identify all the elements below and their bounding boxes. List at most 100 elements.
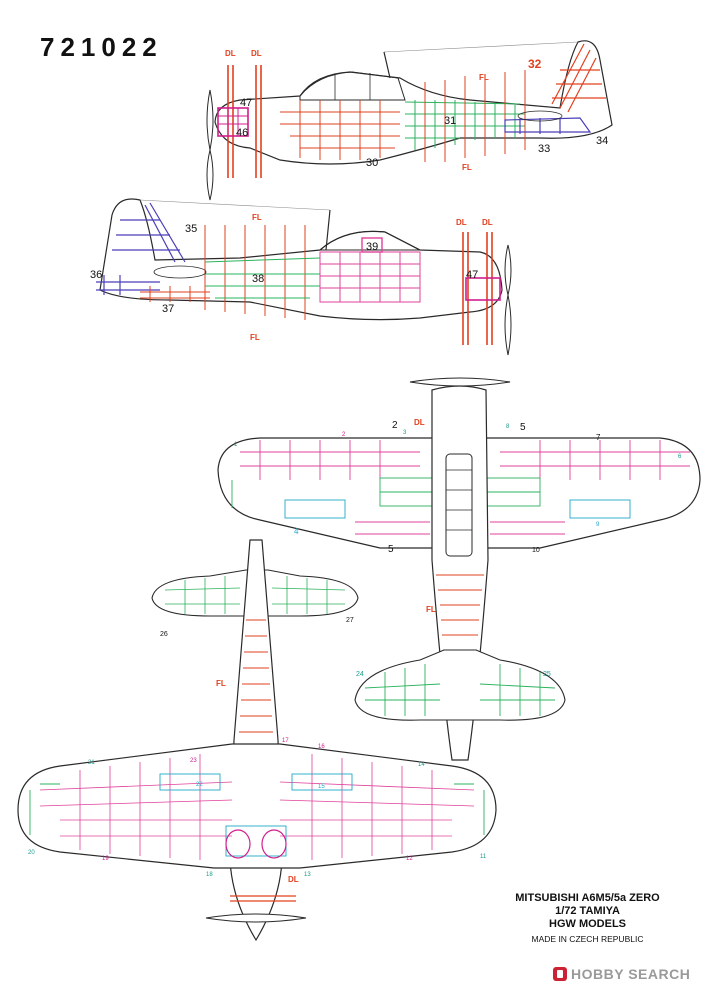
mark-dl-top: DL <box>414 418 425 427</box>
label-36: 36 <box>90 269 102 281</box>
label-38: 38 <box>252 273 264 285</box>
mark-fl-4: FL <box>250 333 260 342</box>
mark-dl-4: DL <box>482 218 493 227</box>
label-18: 18 <box>206 872 213 878</box>
title-model: MITSUBISHI A6M5/5a ZERO <box>515 892 660 904</box>
label-30: 30 <box>366 157 378 169</box>
lower-red-grid <box>140 286 210 302</box>
label-20: 20 <box>28 850 35 856</box>
fuselage-outline-2 <box>99 198 503 321</box>
label-5b: 5 <box>388 544 394 555</box>
mark-fl-top: FL <box>426 605 436 614</box>
upper-tailplane-green-grid <box>364 664 556 716</box>
label-9: 9 <box>596 522 600 528</box>
engine-cowl-left <box>225 829 251 859</box>
propeller-blade <box>206 89 214 151</box>
plan-view-upper: DL FL 2 3 5 8 1 2 7 6 4 5 10 9 24 25 <box>217 377 701 761</box>
prop-horizontal <box>409 377 511 387</box>
label-8: 8 <box>506 424 510 430</box>
lower-wing-green-edges <box>29 783 485 835</box>
fuselage-green-grid-2 <box>204 257 321 299</box>
sheet-title-block: MITSUBISHI A6M5/5a ZERO 1/72 TAMIYA HGW … <box>480 892 695 945</box>
canopy-pink-box <box>361 237 383 253</box>
title-origin: MADE IN CZECH REPUBLIC <box>531 934 644 944</box>
watermark-text: HOBBY SEARCH <box>571 966 691 982</box>
propeller-blade-lower-2 <box>504 294 512 356</box>
propeller-blade-upper <box>504 244 512 296</box>
nose-pink-panel <box>217 107 249 137</box>
upper-wing-cyan-grid <box>284 499 631 519</box>
label-22: 22 <box>196 782 203 788</box>
antenna-mast <box>383 51 391 79</box>
mark-dl-1: DL <box>225 49 236 58</box>
label-16: 16 <box>318 744 325 750</box>
label-33: 33 <box>538 143 550 155</box>
nose-pink-grid <box>218 108 248 136</box>
mark-dl-2: DL <box>251 49 262 58</box>
roundel-outline <box>517 110 563 122</box>
mark-fl-3: FL <box>252 213 262 222</box>
label-46: 46 <box>236 127 248 139</box>
label-47: 47 <box>240 97 252 109</box>
label-26: 26 <box>160 631 168 638</box>
label-13: 13 <box>304 872 311 878</box>
lower-fuselage-red-stations <box>239 619 273 733</box>
watermark-logo-icon <box>553 967 567 981</box>
label-5a: 5 <box>520 422 526 433</box>
label-3: 3 <box>403 430 407 436</box>
canopy-frame <box>299 71 406 101</box>
antenna-wire <box>383 41 579 53</box>
plan-view-lower: FL DL 26 27 21 17 16 23 22 15 14 20 19 1… <box>17 539 497 942</box>
mark-fl-1: FL <box>479 73 489 82</box>
antenna-wire-2 <box>139 199 331 211</box>
label-7: 7 <box>596 433 601 442</box>
title-scale: 1/72 TAMIYA <box>555 905 620 917</box>
engine-cowl-right <box>261 829 287 859</box>
mark-fl-2: FL <box>462 163 472 172</box>
fuselage-red-verticals <box>424 70 526 162</box>
mark-dl-3: DL <box>456 218 467 227</box>
label-12: 12 <box>406 856 413 862</box>
title-maker: HGW MODELS <box>549 918 626 930</box>
label-2a: 2 <box>392 420 398 431</box>
nose-red-lines-2 <box>462 232 493 345</box>
upper-cockpit <box>445 453 473 557</box>
antenna-mast-2 <box>325 209 331 251</box>
lower-nose-red-lines <box>230 895 296 902</box>
label-15: 15 <box>318 784 325 790</box>
label-11: 11 <box>480 854 487 860</box>
mark-dl-bottom: DL <box>288 875 299 884</box>
roundel-outline-2 <box>153 265 207 279</box>
label-34: 34 <box>596 135 608 147</box>
lower-wing-outline <box>17 743 497 869</box>
label-37: 37 <box>162 303 174 315</box>
label-10: 10 <box>532 547 540 554</box>
label-17: 17 <box>282 738 289 744</box>
label-23: 23 <box>190 758 197 764</box>
label-6: 6 <box>678 454 682 460</box>
label-47-b: 47 <box>466 269 478 281</box>
label-32: 32 <box>528 57 542 71</box>
label-14: 14 <box>418 762 425 768</box>
tail-blue-hatch <box>96 202 186 295</box>
propeller-blade-lower <box>206 149 214 201</box>
lower-wing-pink-grid <box>39 754 475 860</box>
watermark: HOBBY SEARCH <box>553 966 690 982</box>
label-2b: 2 <box>342 432 346 438</box>
side-view-left-facing: DL DL FL FL 32 47 46 31 30 33 34 <box>206 40 613 201</box>
cockpit-frames <box>446 469 472 531</box>
label-21: 21 <box>88 760 95 766</box>
cockpit-red-grid <box>280 100 400 160</box>
sheet-code: 721022 <box>40 32 163 62</box>
label-35: 35 <box>185 223 197 235</box>
label-25: 25 <box>543 671 551 678</box>
tail-red-hatch <box>551 43 606 113</box>
label-1: 1 <box>234 442 238 448</box>
upper-wing-pink-grid <box>240 440 690 535</box>
cockpit-pink-grid <box>319 251 421 303</box>
label-4: 4 <box>294 527 299 536</box>
lower-prop <box>205 913 307 923</box>
lower-tailplane-green-grid <box>164 576 346 614</box>
label-31: 31 <box>444 115 456 127</box>
label-39: 39 <box>366 241 378 253</box>
